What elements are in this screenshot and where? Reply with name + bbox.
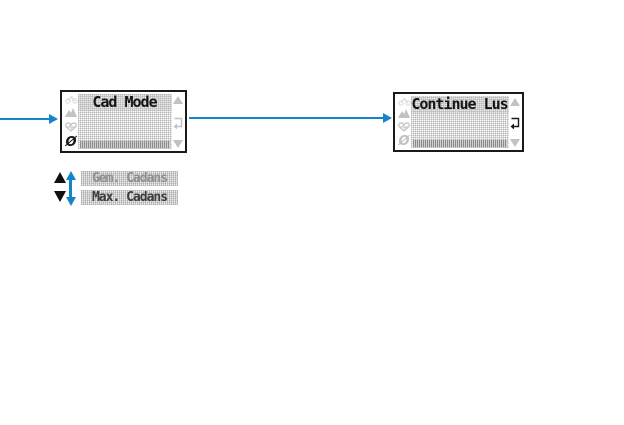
- mountain-icon: [398, 109, 410, 119]
- bike-icon: [397, 97, 411, 106]
- up-down-arrow-icon: [65, 171, 76, 206]
- flow-arrow-in: [0, 114, 58, 124]
- screen-left-icon-column: Ø: [64, 95, 78, 149]
- lcd-grid: [411, 96, 509, 148]
- bike-icon: [64, 95, 78, 104]
- down-button-icon: [54, 191, 66, 202]
- lcd-bottom-band: [413, 140, 507, 147]
- cadence-icon: Ø: [398, 133, 410, 149]
- screen-title: Continue Lus: [411, 95, 508, 113]
- screen-right-icon-column: [509, 98, 521, 147]
- up-button-icon: [54, 172, 66, 183]
- screen-title: Cad Mode: [92, 93, 157, 111]
- heart-icon: [65, 122, 77, 132]
- down-arrow-icon: [173, 140, 183, 148]
- screen-cad-mode: Cad Mode Ø: [60, 90, 187, 153]
- screen-right-icon-column: [172, 96, 184, 148]
- mountain-icon: [65, 108, 77, 118]
- menu-item-gem-cadans: Gem. Cadans: [81, 171, 178, 186]
- title-band: [411, 96, 509, 113]
- arrowhead-icon: [49, 114, 58, 124]
- arrowhead-icon: [65, 197, 76, 206]
- arrowhead-icon: [65, 171, 76, 180]
- enter-icon: [173, 116, 183, 129]
- heart-icon: [398, 122, 410, 132]
- title-band: [78, 94, 172, 111]
- enter-icon: [510, 116, 520, 130]
- screen-continue-lus: Continue Lus Ø: [393, 92, 524, 152]
- flow-arrow-between: [189, 113, 392, 123]
- arrowhead-icon: [383, 113, 392, 123]
- screen-left-icon-column: Ø: [397, 97, 411, 148]
- menu-item-max-cadans: Max. Cadans: [81, 190, 178, 205]
- up-arrow-icon: [510, 98, 520, 106]
- cadence-icon: Ø: [65, 134, 77, 150]
- lcd-grid: [78, 94, 172, 149]
- down-arrow-icon: [510, 139, 520, 147]
- up-arrow-icon: [173, 96, 183, 104]
- lcd-bottom-band: [80, 141, 170, 148]
